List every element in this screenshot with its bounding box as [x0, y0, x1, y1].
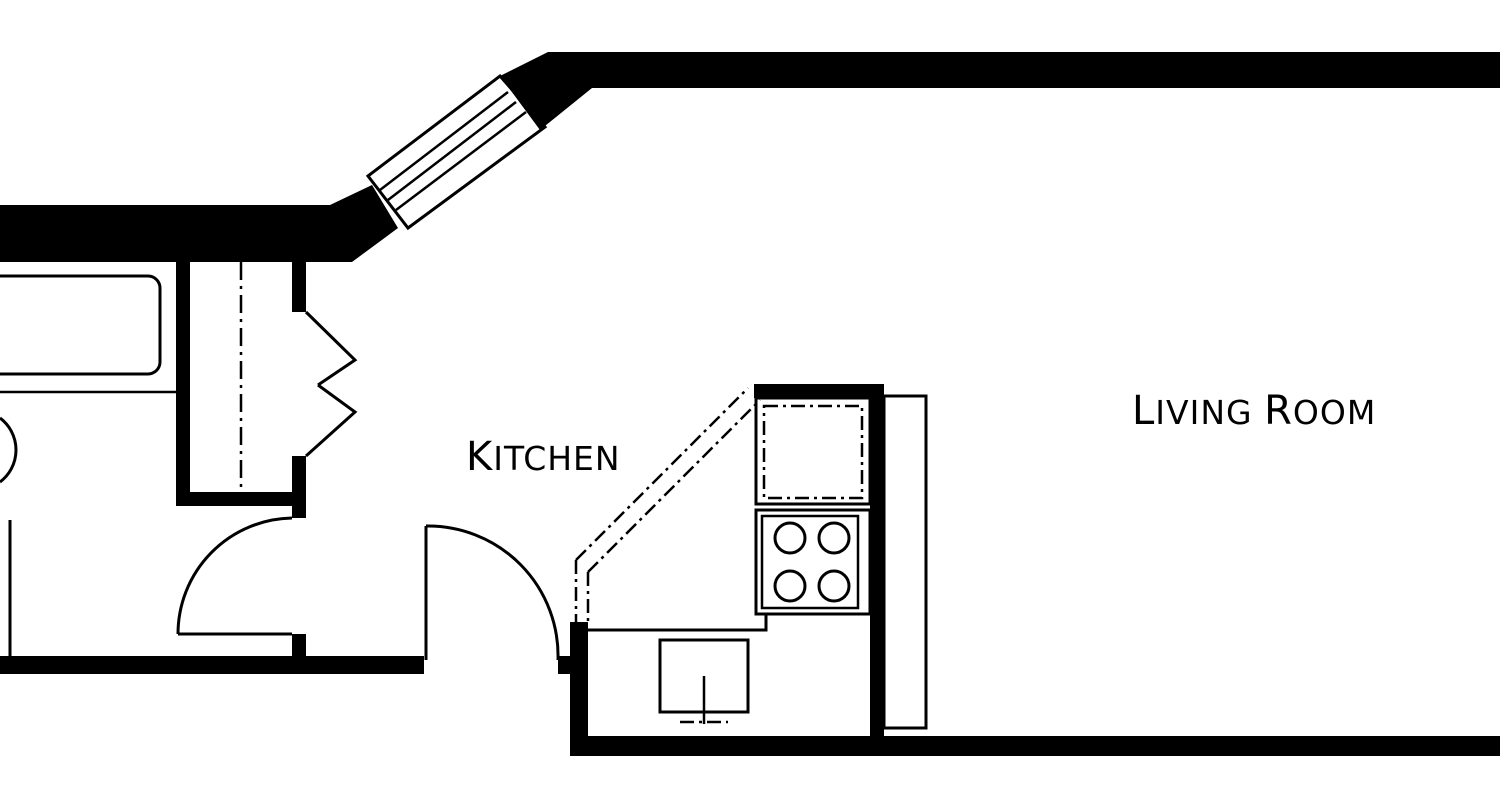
bifold-door-bottom — [304, 383, 358, 458]
stove — [754, 508, 872, 616]
bathroom-fixtures — [0, 274, 180, 660]
exterior-walls — [0, 52, 1500, 756]
kitchen-partition-top — [754, 384, 884, 398]
counter-edge — [588, 614, 768, 632]
window-pane-line — [395, 111, 527, 211]
upper-cabinet-line — [587, 399, 761, 573]
closet-wall-right-bottom — [292, 456, 306, 518]
wall-bottom-right — [570, 736, 1500, 756]
entry-door-swing — [425, 524, 560, 661]
breakfast-bar — [882, 394, 928, 730]
stove-top — [760, 514, 860, 610]
window-pane-line — [379, 91, 509, 191]
burner-icon — [773, 569, 807, 603]
closet-wall-left — [176, 262, 190, 506]
bathroom-door-swing — [176, 516, 293, 635]
closet-wall-right-top — [292, 262, 306, 312]
refrigerator — [754, 396, 872, 506]
wall-bottom-left — [0, 656, 424, 674]
kitchen-fixtures — [574, 384, 928, 744]
wall-angled-upper — [500, 52, 1500, 130]
wall-kitchen-left — [570, 622, 588, 756]
refrigerator-door — [762, 404, 864, 500]
wall-top-left — [0, 185, 398, 262]
closet-wall-bottom — [176, 492, 306, 506]
closet — [176, 262, 358, 518]
kitchen-label: KITCHEN — [466, 434, 621, 480]
window-pane-line — [387, 101, 517, 201]
window — [365, 73, 548, 231]
bifold-door-top — [304, 310, 358, 387]
burner-icon — [773, 521, 807, 555]
wall-stub-door — [292, 634, 306, 660]
room-labels: KITCHEN LIVING ROOM — [466, 388, 1376, 480]
doors — [176, 516, 560, 661]
toilet-bowl — [0, 416, 18, 484]
bathtub — [0, 274, 162, 376]
upper-cabinet-line — [575, 387, 749, 561]
window-frame — [365, 73, 548, 231]
living-room-label: LIVING ROOM — [1132, 388, 1376, 434]
kitchen-partition-right — [870, 384, 884, 744]
burner-icon — [817, 569, 851, 603]
burner-icon — [817, 521, 851, 555]
